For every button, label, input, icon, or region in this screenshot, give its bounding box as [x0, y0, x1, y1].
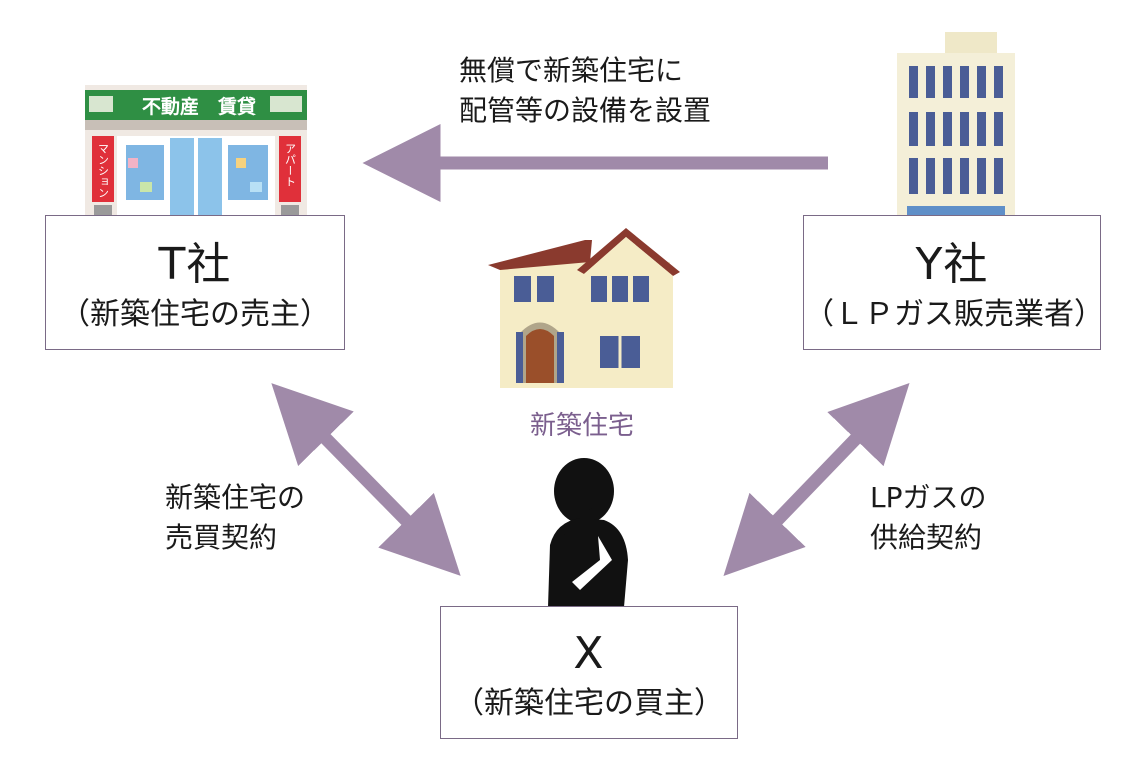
new-house-icon — [488, 228, 680, 388]
store-left-banner-text: マンション — [97, 143, 110, 198]
store-sign-text: 不動産 賃貸 — [142, 95, 256, 118]
t-company-name: T社 — [158, 239, 232, 290]
x-person-role: （新築住宅の買主） — [454, 686, 724, 721]
new-house-caption: 新築住宅 — [530, 411, 635, 441]
arrow-y-x-supply — [723, 382, 910, 577]
free-installation-label: 無償で新築住宅に 配管等の設備を設置 — [459, 51, 711, 131]
real-estate-store-icon: 不動産 賃貸 マンション アパート — [85, 85, 307, 220]
y-company-role: （ＬＰガス販売業者） — [804, 297, 1104, 332]
sale-contract-label: 新築住宅の 売買契約 — [165, 478, 305, 558]
supply-contract-label-line-2: 供給契約 — [870, 521, 983, 554]
supply-contract-label-line-1: LPガスの — [870, 481, 987, 514]
arrow-t-x-sale — [271, 383, 461, 576]
supply-contract-label: LPガスの 供給契約 — [870, 478, 987, 558]
t-company-role: （新築住宅の売主） — [60, 297, 330, 332]
free-installation-label-line-1: 無償で新築住宅に — [459, 54, 684, 87]
office-building-icon — [897, 32, 1015, 221]
t-company-box: T社 （新築住宅の売主） — [45, 215, 345, 350]
sale-contract-label-line-2: 売買契約 — [165, 521, 278, 554]
free-installation-label-line-2: 配管等の設備を設置 — [459, 94, 712, 127]
sale-contract-label-line-1: 新築住宅の — [165, 481, 306, 514]
y-company-name: Y社 — [915, 239, 989, 290]
person-silhouette-icon — [548, 458, 628, 607]
x-person-box: X （新築住宅の買主） — [440, 606, 738, 739]
y-company-box: Y社 （ＬＰガス販売業者） — [803, 215, 1104, 350]
store-right-banner-text: アパート — [284, 143, 297, 187]
x-person-name: X — [573, 628, 605, 679]
